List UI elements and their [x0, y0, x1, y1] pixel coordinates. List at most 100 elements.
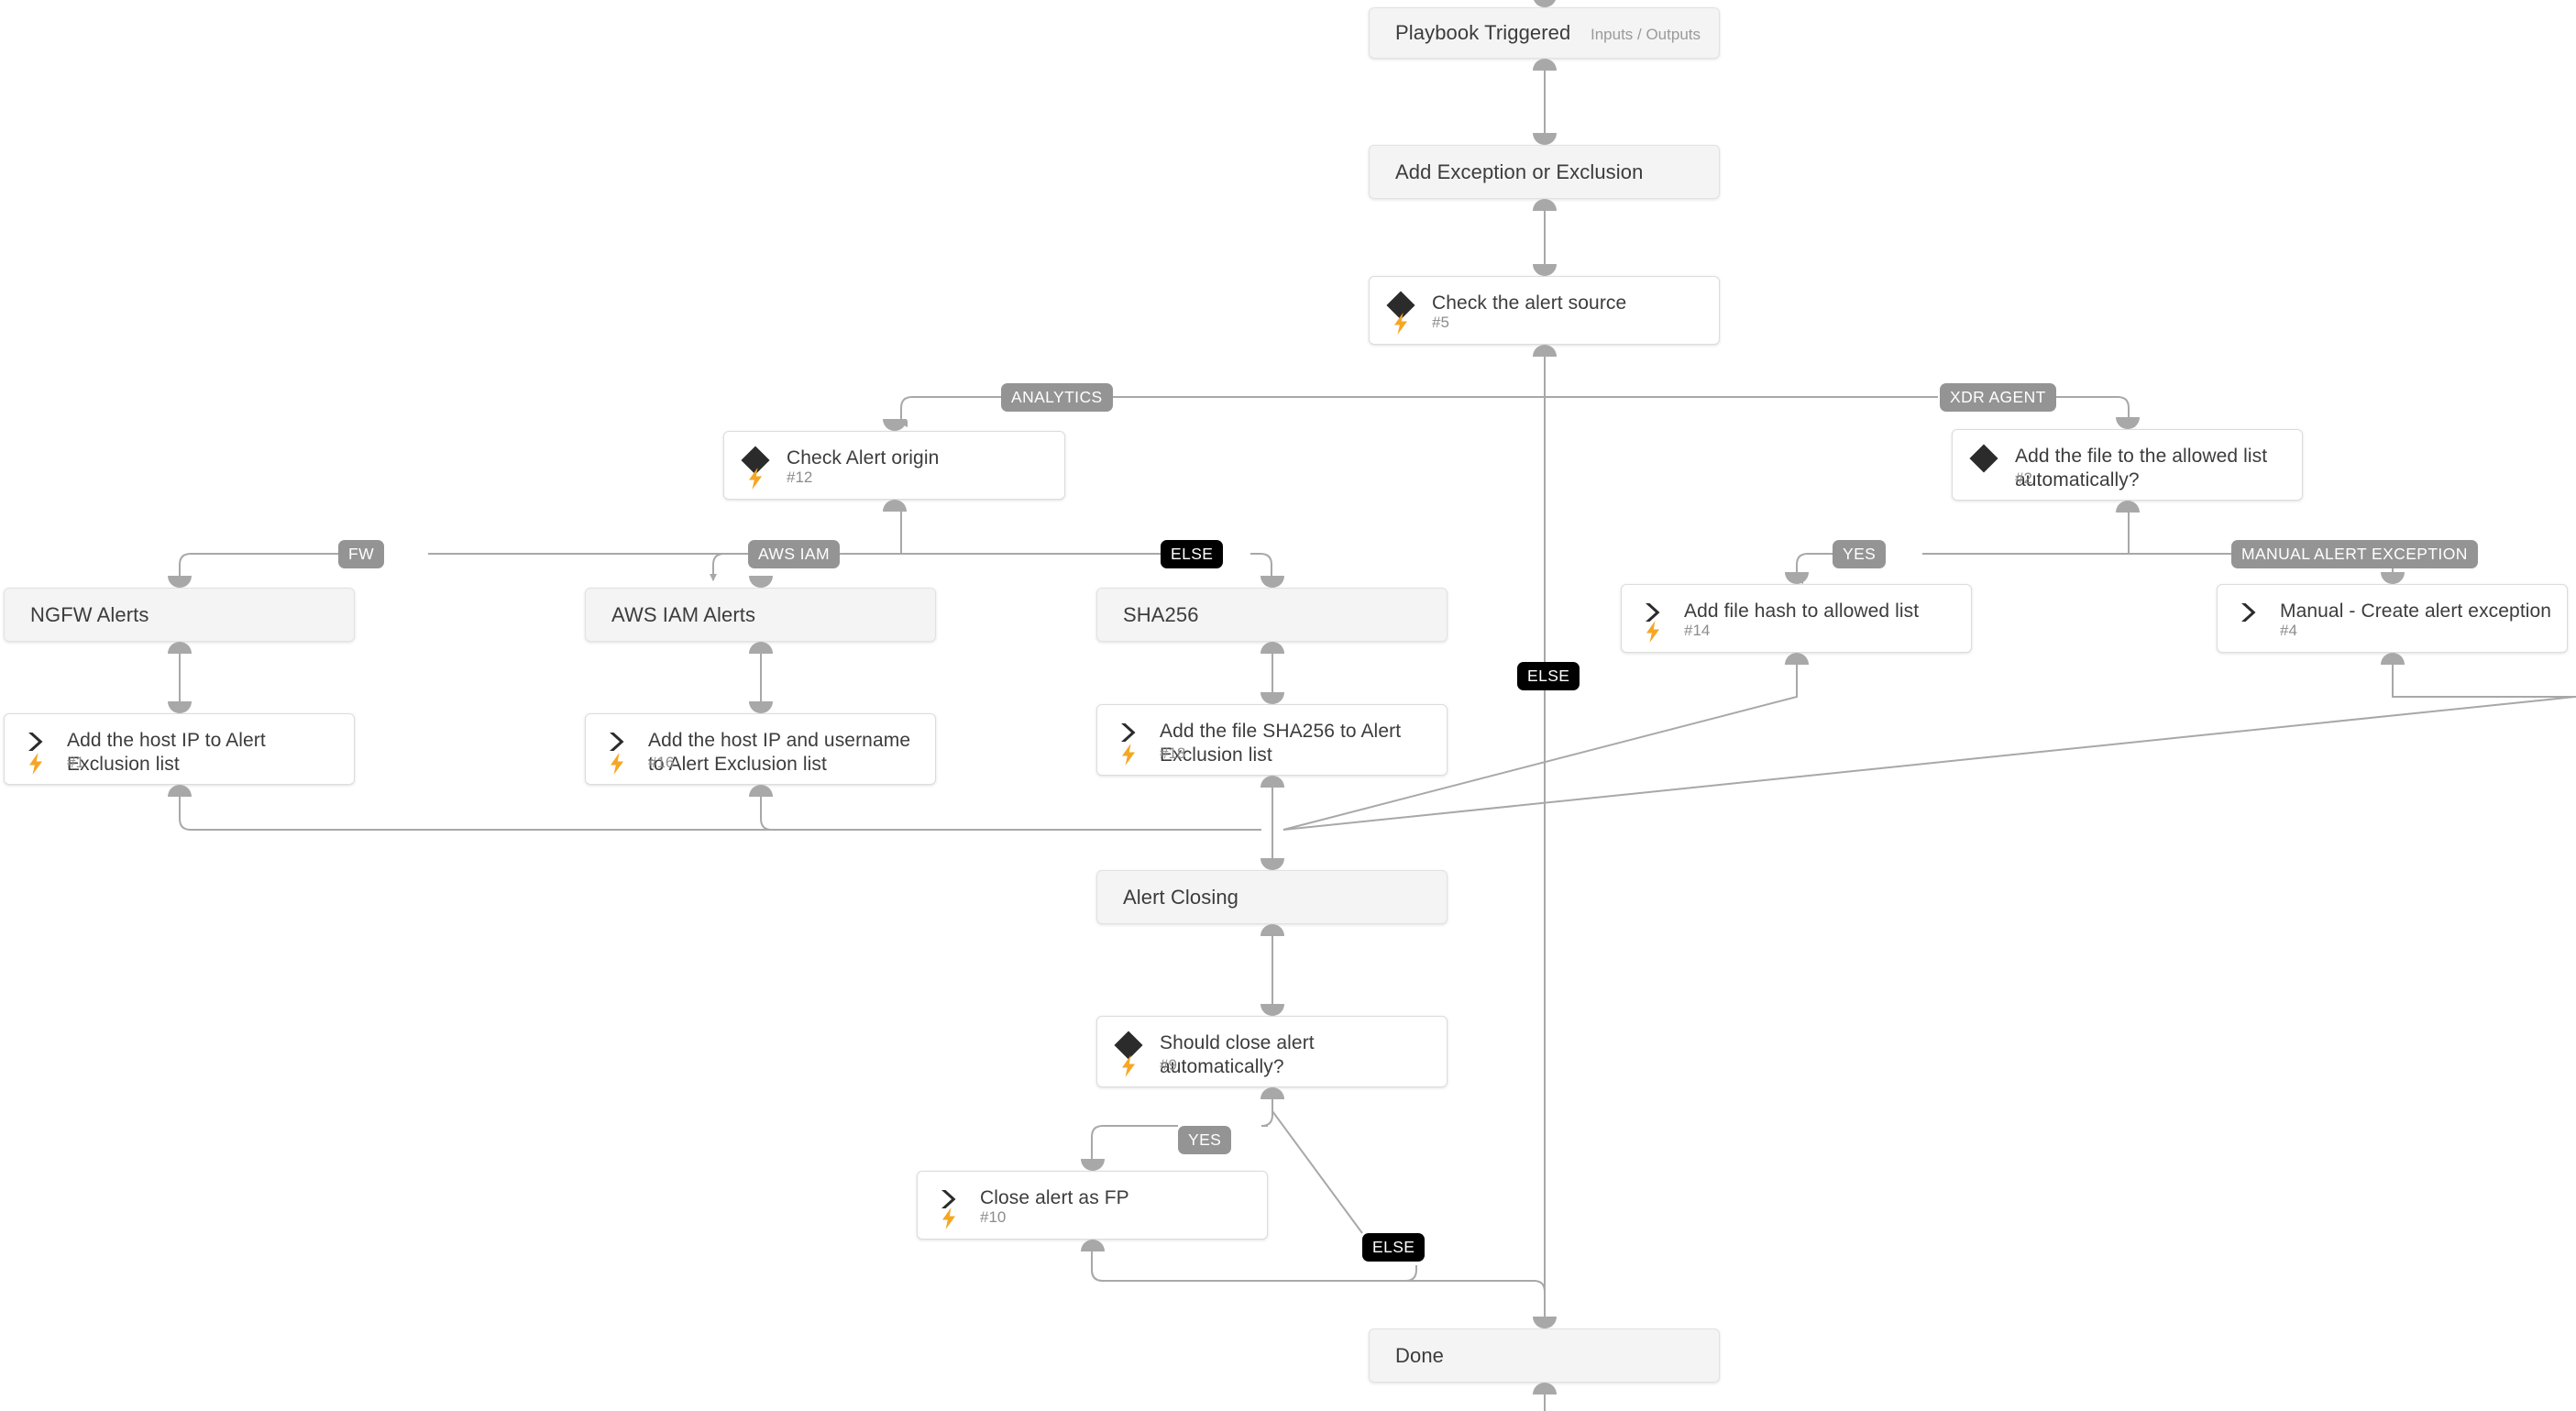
branch-badge-yes[interactable]: YES: [1833, 540, 1887, 568]
diamond-icon: [1969, 444, 1998, 473]
node-port-bottom[interactable]: [1260, 1087, 1284, 1099]
node-title: Playbook Triggered: [1395, 21, 1571, 44]
node-id-label: #16: [648, 754, 675, 771]
flow-node-2[interactable]: Add the file to the allowed list automat…: [1952, 429, 2303, 501]
node-port-bottom[interactable]: [2380, 653, 2405, 665]
branch-badge-manual-alert-exception[interactable]: MANUAL ALERT EXCEPTION: [2231, 540, 2478, 568]
flow-node-5[interactable]: Check the alert source#5: [1369, 276, 1720, 345]
node-title: Add the file SHA256 to Alert Exclusion l…: [1160, 721, 1402, 766]
node-port-top[interactable]: [2115, 417, 2140, 429]
node-title: Done: [1395, 1343, 1444, 1367]
node-id-label: #4: [2280, 622, 2297, 639]
node-port-bottom[interactable]: [1260, 776, 1284, 788]
node-title: Check the alert source: [1432, 292, 1627, 314]
action-chevron-icon: [937, 1187, 961, 1211]
node-port-bottom[interactable]: [167, 642, 192, 654]
node-port-top[interactable]: [1532, 264, 1557, 276]
flow-node-closing[interactable]: Alert Closing: [1096, 870, 1448, 924]
node-title: Add file hash to allowed list: [1684, 601, 1920, 622]
node-title: Alert Closing: [1123, 885, 1239, 909]
flow-node-10[interactable]: Close alert as FP#10: [917, 1171, 1268, 1240]
node-port-bottom[interactable]: [882, 500, 907, 512]
node-port-top[interactable]: [1784, 572, 1809, 584]
node-port-top[interactable]: [1532, 1317, 1557, 1328]
node-id-label: #10: [980, 1208, 1007, 1226]
node-port-top[interactable]: [882, 419, 907, 431]
node-port-top[interactable]: [2380, 572, 2405, 584]
branch-badge-fw[interactable]: FW: [338, 540, 385, 568]
node-port-bottom[interactable]: [1532, 199, 1557, 211]
node-port-bottom[interactable]: [1260, 924, 1284, 936]
flow-node-ngfw[interactable]: NGFW Alerts: [4, 588, 355, 642]
node-port-bottom[interactable]: [1260, 642, 1284, 654]
node-port-top[interactable]: [1532, 133, 1557, 145]
node-port-bottom[interactable]: [1532, 1383, 1557, 1394]
lightning-bolt-icon: [608, 753, 626, 775]
node-port-top[interactable]: [748, 576, 773, 588]
flow-node-4[interactable]: Manual - Create alert exception#4: [2217, 584, 2568, 653]
node-id-label: #18: [1160, 744, 1186, 762]
node-port-bottom[interactable]: [1080, 1240, 1105, 1251]
node-title: Should close alert automatically?: [1160, 1032, 1315, 1077]
flow-node-done[interactable]: Done: [1369, 1328, 1720, 1383]
node-port-top[interactable]: [167, 701, 192, 713]
branch-badge-else[interactable]: ELSE: [1362, 1233, 1426, 1262]
lightning-bolt-icon: [1119, 744, 1138, 766]
node-inputs-outputs-link[interactable]: Inputs / Outputs: [1590, 26, 1701, 43]
flow-node-1[interactable]: Add the host IP to Alert Exclusion list#…: [4, 713, 355, 785]
flow-node-18[interactable]: Add the file SHA256 to Alert Exclusion l…: [1096, 704, 1448, 776]
branch-badge-else[interactable]: ELSE: [1517, 662, 1580, 690]
node-id-label: #1: [67, 754, 84, 771]
node-port-top[interactable]: [1532, 0, 1557, 7]
flow-node-14[interactable]: Add file hash to allowed list#14: [1621, 584, 1972, 653]
branch-badge-aws-iam[interactable]: AWS IAM: [748, 540, 840, 568]
flow-node-awsiam[interactable]: AWS IAM Alerts: [585, 588, 936, 642]
node-port-bottom[interactable]: [748, 642, 773, 654]
branch-badge-else[interactable]: ELSE: [1161, 540, 1224, 568]
lightning-bolt-icon: [1119, 1055, 1138, 1077]
node-id-label: #14: [1684, 622, 1711, 639]
node-title: AWS IAM Alerts: [611, 602, 756, 626]
node-port-top[interactable]: [1260, 1004, 1284, 1016]
node-port-top[interactable]: [1080, 1159, 1105, 1171]
node-port-top[interactable]: [1260, 576, 1284, 588]
node-port-top[interactable]: [167, 576, 192, 588]
node-title: Add the host IP to Alert Exclusion list: [67, 730, 266, 775]
node-title: Add the file to the allowed list automat…: [2015, 446, 2268, 491]
action-chevron-icon: [1641, 601, 1665, 624]
action-chevron-icon: [1117, 721, 1140, 744]
node-port-bottom[interactable]: [748, 785, 773, 797]
node-title: Add the host IP and username to Alert Ex…: [648, 730, 911, 775]
node-id-label: #12: [787, 468, 813, 486]
action-chevron-icon: [605, 730, 629, 754]
node-title: Manual - Create alert exception: [2280, 601, 2552, 622]
node-port-bottom[interactable]: [167, 785, 192, 797]
branch-badge-analytics[interactable]: ANALYTICS: [1001, 383, 1113, 412]
lightning-bolt-icon: [940, 1207, 958, 1229]
action-chevron-icon: [2237, 601, 2261, 624]
node-title: NGFW Alerts: [30, 602, 149, 626]
node-port-bottom[interactable]: [1784, 653, 1809, 665]
node-port-top[interactable]: [1260, 858, 1284, 870]
node-port-bottom[interactable]: [1532, 59, 1557, 71]
node-title: Add Exception or Exclusion: [1395, 160, 1644, 183]
node-port-top[interactable]: [1260, 692, 1284, 704]
action-chevron-icon: [24, 730, 48, 754]
node-port-bottom[interactable]: [1532, 345, 1557, 357]
node-title: Check Alert origin: [787, 447, 940, 468]
lightning-bolt-icon: [746, 468, 765, 490]
node-id-label: #9: [1160, 1056, 1177, 1074]
flow-node-12[interactable]: Check Alert origin#12: [723, 431, 1065, 500]
flow-node-addexc[interactable]: Add Exception or Exclusion: [1369, 145, 1720, 199]
flow-node-trigger[interactable]: Playbook Triggered Inputs / Outputs: [1369, 7, 1720, 59]
flow-node-9[interactable]: Should close alert automatically?#9: [1096, 1016, 1448, 1087]
branch-badge-yes[interactable]: YES: [1178, 1126, 1232, 1154]
lightning-bolt-icon: [1392, 313, 1410, 335]
branch-badge-xdr-agent[interactable]: XDR AGENT: [1940, 383, 2056, 412]
node-port-bottom[interactable]: [2115, 501, 2140, 513]
flow-node-16[interactable]: Add the host IP and username to Alert Ex…: [585, 713, 936, 785]
node-id-label: #2: [2015, 469, 2032, 487]
node-port-top[interactable]: [748, 701, 773, 713]
flow-node-sha256[interactable]: SHA256: [1096, 588, 1448, 642]
